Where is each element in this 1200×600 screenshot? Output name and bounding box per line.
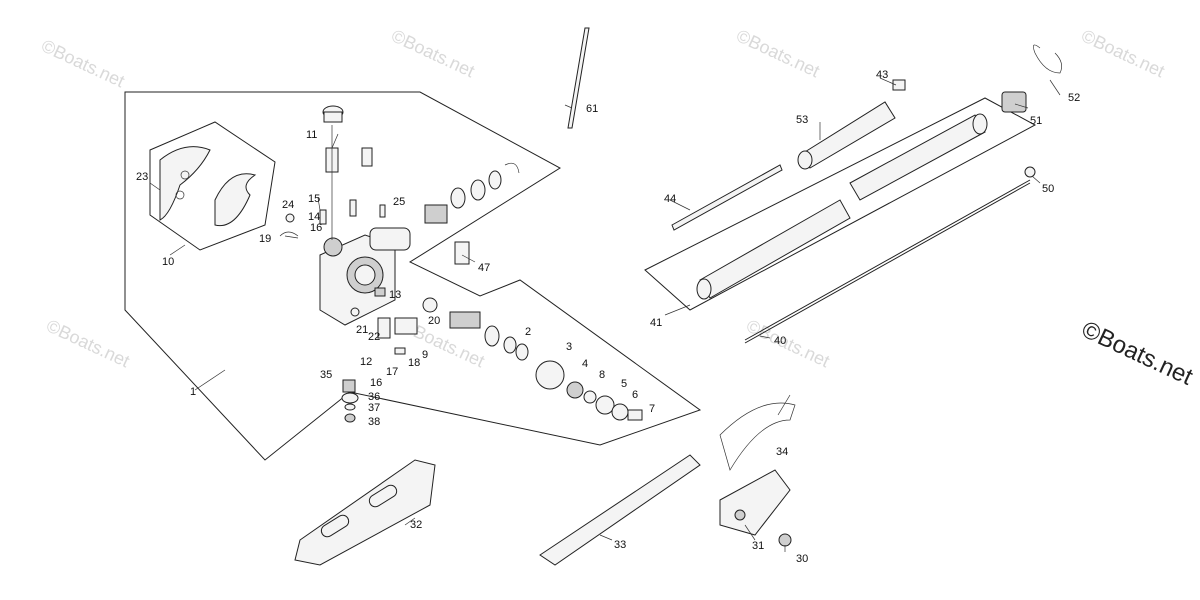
callout-label: 7 xyxy=(649,403,655,415)
callout-label: 15 xyxy=(308,193,320,205)
callout-label: 32 xyxy=(410,519,422,531)
watermark-text: ©Boats.net xyxy=(388,25,477,81)
callout-label: 13 xyxy=(389,289,401,301)
callout-label: 38 xyxy=(368,416,380,428)
gear-train xyxy=(422,162,643,421)
callout-label: 1 xyxy=(190,386,196,398)
part-47-label xyxy=(454,241,470,265)
callout-label: 22 xyxy=(368,331,380,343)
callout-label: 14 xyxy=(308,211,320,223)
callout-label: 52 xyxy=(1068,92,1080,104)
callout-label: 8 xyxy=(599,369,605,381)
callout-label: 51 xyxy=(1030,115,1042,127)
callout-label: 10 xyxy=(162,256,174,268)
callout-label: 18 xyxy=(408,357,420,369)
callout-label: 16 xyxy=(310,222,322,234)
callout-label: 4 xyxy=(582,358,588,370)
callout-label: 44 xyxy=(664,193,676,205)
watermark-large-text: ©Boats.net xyxy=(1077,316,1197,391)
watermarks: ©Boats.net ©Boats.net ©Boats.net ©Boats.… xyxy=(38,25,1197,390)
callout-label: 34 xyxy=(776,446,788,458)
part-44-label xyxy=(671,164,783,231)
callout-label: 12 xyxy=(360,356,372,368)
part-34-saw-chain xyxy=(719,402,796,471)
part-51-bushing xyxy=(1001,91,1027,113)
shaft-tube-upper xyxy=(849,114,986,201)
part-31-sprocket-cover xyxy=(719,469,791,536)
watermark-text: ©Boats.net xyxy=(1078,25,1167,81)
leader-lines xyxy=(149,77,1061,552)
callout-label: 37 xyxy=(368,402,380,414)
callout-label: 47 xyxy=(478,262,490,274)
callout-label: 50 xyxy=(1042,183,1054,195)
callout-label: 21 xyxy=(356,324,368,336)
part-32-cover xyxy=(294,459,436,566)
callout-labels: 1 2 3 4 5 6 7 8 9 10 11 12 13 14 15 16 1… xyxy=(136,69,1080,565)
callout-label: 5 xyxy=(621,378,627,390)
callout-label: 24 xyxy=(282,199,294,211)
callout-label: 19 xyxy=(259,233,271,245)
callout-label: 20 xyxy=(428,315,440,327)
part-41-tube xyxy=(699,199,851,299)
callout-label: 40 xyxy=(774,335,786,347)
callout-label: 36 xyxy=(368,391,380,403)
part-50-nut xyxy=(1024,166,1036,178)
part-10-cover xyxy=(149,121,276,251)
callout-label: 3 xyxy=(566,341,572,353)
callout-label: 11 xyxy=(306,129,317,141)
part-33-guide-bar xyxy=(539,454,701,566)
callout-label: 33 xyxy=(614,539,626,551)
callout-label: 17 xyxy=(386,366,398,378)
part-52-hook xyxy=(1033,44,1062,74)
watermark-text: ©Boats.net xyxy=(733,25,822,81)
callout-label: 53 xyxy=(796,114,808,126)
tube-parts xyxy=(454,44,1062,344)
callout-label: 30 xyxy=(796,553,808,565)
part-11-cap xyxy=(322,105,373,240)
shaft-group-outline xyxy=(644,97,1037,311)
callout-label: 6 xyxy=(632,389,638,401)
callout-label: 31 xyxy=(752,540,764,552)
callout-label: 23 xyxy=(136,171,148,183)
part-53-tube xyxy=(799,101,896,169)
watermark-text: ©Boats.net xyxy=(743,315,832,371)
callout-label: 35 xyxy=(320,369,332,381)
callout-label: 16 xyxy=(370,377,382,389)
part-40-driveshaft xyxy=(744,179,1031,341)
part-43-label xyxy=(892,79,906,91)
fasteners-left xyxy=(279,199,418,423)
callout-label: 41 xyxy=(650,317,662,329)
part-61-file xyxy=(567,27,590,129)
callout-label: 61 xyxy=(586,103,598,115)
callout-label: 43 xyxy=(876,69,888,81)
callout-label: 2 xyxy=(525,326,531,338)
callout-label: 25 xyxy=(393,196,405,208)
bar-and-chain xyxy=(294,402,796,566)
watermark-text: ©Boats.net xyxy=(38,35,127,91)
part-30-nut xyxy=(778,533,792,547)
watermark-text: ©Boats.net xyxy=(43,315,132,371)
callout-label: 9 xyxy=(422,349,428,361)
gearbox-housing xyxy=(319,227,411,326)
group-outline xyxy=(124,91,702,461)
